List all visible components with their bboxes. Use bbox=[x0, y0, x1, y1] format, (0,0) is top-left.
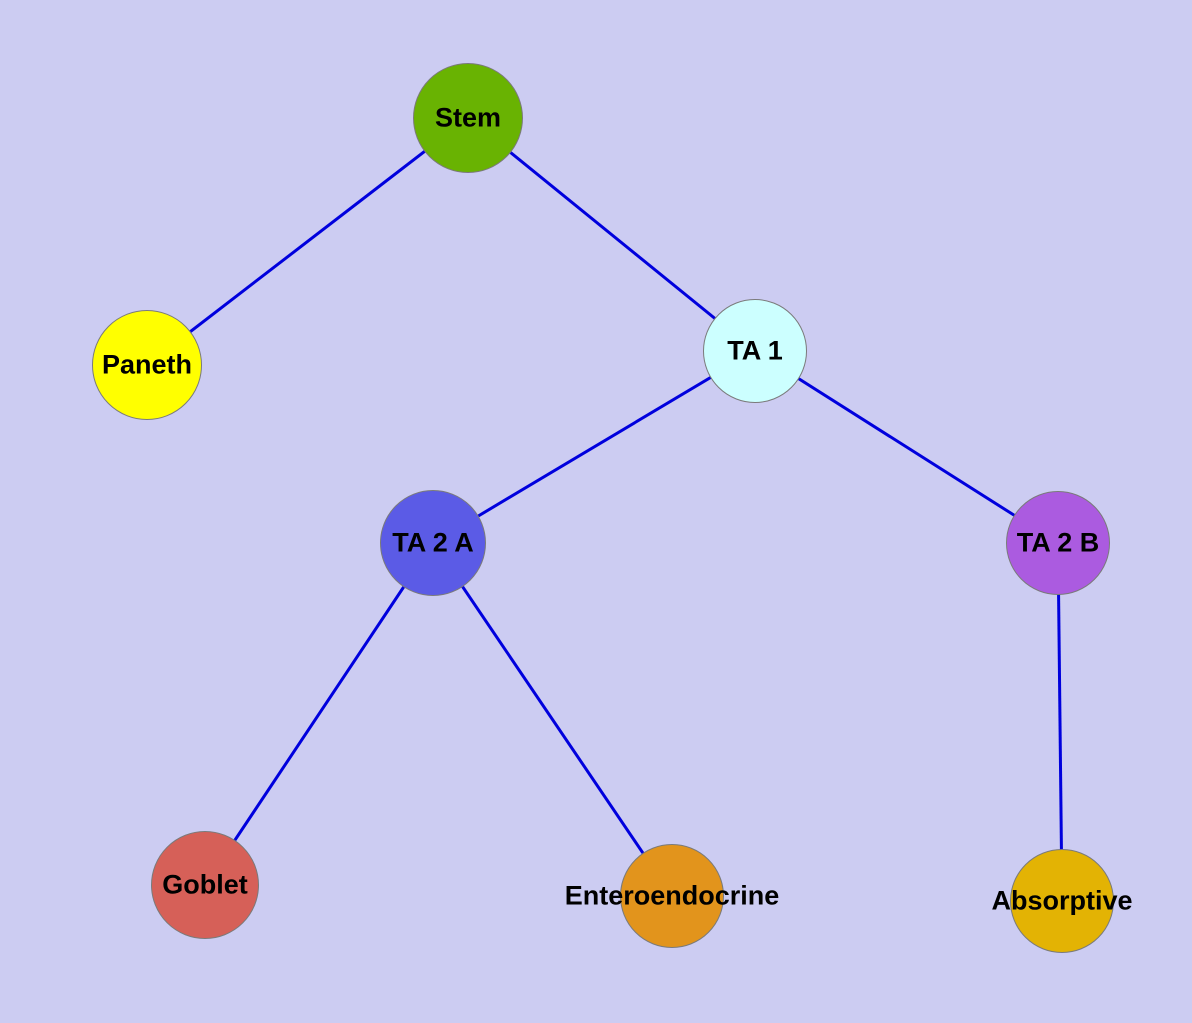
node-paneth-label: Paneth bbox=[101, 349, 193, 380]
node-goblet[interactable]: Goblet bbox=[151, 831, 259, 939]
node-ta-2-b-label: TA 2 B bbox=[1016, 527, 1100, 558]
node-absorptive[interactable]: Absorptive bbox=[991, 849, 1133, 953]
node-stem-label: Stem bbox=[434, 102, 502, 133]
node-enteroendocrine[interactable]: Enteroendocrine bbox=[565, 844, 779, 948]
edge-ta2a-goblet bbox=[203, 542, 435, 886]
node-paneth[interactable]: Paneth bbox=[92, 310, 202, 420]
node-ta-1-label: TA 1 bbox=[727, 335, 783, 366]
node-ta-2-a[interactable]: TA 2 A bbox=[380, 490, 486, 596]
edge-ta1-ta2a bbox=[432, 349, 756, 545]
node-goblet-label: Goblet bbox=[162, 869, 248, 900]
node-stem[interactable]: Stem bbox=[413, 63, 523, 173]
node-absorptive-label: Absorptive bbox=[991, 885, 1133, 916]
edge-stem-paneth bbox=[146, 116, 469, 367]
edge-ta2a-enteroendocrine bbox=[431, 542, 674, 897]
edge-ta2b-absorptive bbox=[1056, 542, 1064, 902]
edge-ta1-ta2b bbox=[754, 349, 1059, 545]
node-ta-1[interactable]: TA 1 bbox=[703, 299, 807, 403]
node-ta-2-b[interactable]: TA 2 B bbox=[1006, 491, 1110, 595]
node-ta-2-a-label: TA 2 A bbox=[392, 527, 474, 558]
edge-stem-ta1 bbox=[467, 116, 756, 353]
